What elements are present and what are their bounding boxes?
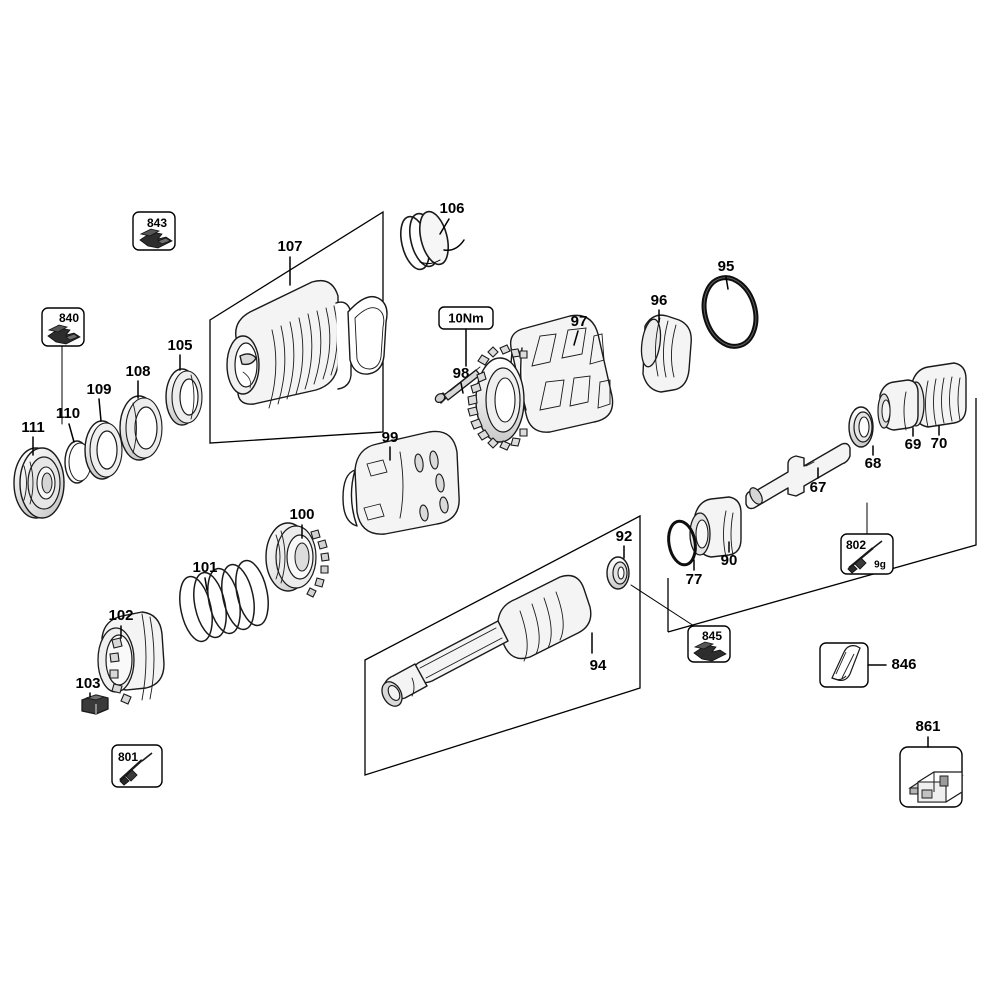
label-105: 105 xyxy=(167,337,193,371)
label-106: 106 xyxy=(439,200,465,235)
label-77: 77 xyxy=(686,559,703,588)
label-111: 111 xyxy=(21,419,45,456)
part-90-piston-sleeve xyxy=(689,496,742,558)
accessory-box-861: 861 xyxy=(899,718,964,808)
part-102-toothed-collar xyxy=(97,611,165,705)
label-107-text: 107 xyxy=(277,238,302,255)
label-110: 110 xyxy=(56,405,80,443)
label-102: 102 xyxy=(108,607,134,639)
accessory-box-840: 840 xyxy=(41,307,85,425)
box-845-label: 845 xyxy=(702,629,722,643)
grease-tube-icon xyxy=(847,540,883,574)
panel-107 xyxy=(209,210,384,444)
label-68: 68 xyxy=(865,445,882,472)
label-102-text: 102 xyxy=(108,607,133,624)
part-103-clip-block xyxy=(81,694,109,715)
label-101: 101 xyxy=(192,559,218,591)
service-kit-icon xyxy=(47,324,81,345)
label-69: 69 xyxy=(905,427,922,453)
box-843-label: 843 xyxy=(147,216,167,230)
part-109-washer-ring xyxy=(84,420,123,480)
box-846-label: 846 xyxy=(891,656,916,673)
accessory-box-846: 846 xyxy=(819,642,917,688)
label-109: 109 xyxy=(86,381,112,422)
label-99-text: 99 xyxy=(382,429,399,446)
label-92: 92 xyxy=(616,528,633,559)
label-96-text: 96 xyxy=(651,292,668,309)
box-801-label: 801 xyxy=(118,750,138,764)
part-107-gasket xyxy=(347,295,388,375)
accessory-box-802: 802 9g xyxy=(840,502,894,575)
label-106-text: 106 xyxy=(439,200,464,217)
box-802-label: 802 xyxy=(846,538,866,552)
box-840-label: 840 xyxy=(59,311,79,325)
accessory-box-845: 845 xyxy=(687,625,731,663)
label-100: 100 xyxy=(289,506,315,539)
label-110-text: 110 xyxy=(56,405,80,422)
box-861-label: 861 xyxy=(915,718,940,735)
leader-92-to-845 xyxy=(630,584,695,627)
label-108-text: 108 xyxy=(125,363,150,380)
label-103-text: 103 xyxy=(75,675,100,692)
label-97-text: 97 xyxy=(571,313,588,330)
part-94-striker-shaft xyxy=(381,574,592,707)
part-68-bearing-ring xyxy=(848,406,874,448)
part-106-wire-spring xyxy=(399,210,465,271)
panel-94 xyxy=(364,514,641,776)
label-70: 70 xyxy=(931,425,948,452)
label-92-text: 92 xyxy=(616,528,633,545)
accessory-box-843: 843 xyxy=(132,211,176,251)
service-kit-icon xyxy=(139,228,173,249)
torque-callout-10nm: 10Nm xyxy=(438,306,494,367)
label-98-text: 98 xyxy=(453,365,470,382)
part-101-spring-rings xyxy=(179,559,269,643)
box-802-weight-label: 9g xyxy=(874,560,886,571)
part-97-gear-housing xyxy=(467,314,614,451)
pouch-icon xyxy=(831,645,861,681)
label-101-text: 101 xyxy=(192,559,217,576)
part-99-cylinder-sleeve xyxy=(342,430,460,535)
label-103: 103 xyxy=(75,675,101,698)
label-95-text: 95 xyxy=(718,258,735,275)
part-100-toothed-ring xyxy=(265,522,330,598)
label-70-text: 70 xyxy=(931,435,948,452)
label-68-text: 68 xyxy=(865,455,882,472)
grease-tube-icon xyxy=(119,752,153,786)
label-100-text: 100 xyxy=(289,506,314,523)
label-95: 95 xyxy=(718,258,735,290)
carry-case-icon xyxy=(908,771,964,803)
label-69-text: 69 xyxy=(905,436,922,453)
label-90-text: 90 xyxy=(721,552,738,569)
label-105-text: 105 xyxy=(167,337,192,354)
label-94-text: 94 xyxy=(590,657,607,674)
accessory-box-801: 801 xyxy=(111,744,163,788)
part-107-bellows-boot xyxy=(226,279,352,409)
part-67-shaft xyxy=(745,442,851,510)
label-107: 107 xyxy=(277,238,303,286)
label-99: 99 xyxy=(382,429,399,461)
label-111-text: 111 xyxy=(21,419,44,436)
part-96-grooved-ring xyxy=(640,314,692,393)
label-96: 96 xyxy=(651,292,668,323)
part-111-ball-bearing xyxy=(13,447,65,519)
part-69-sleeve xyxy=(877,379,919,431)
torque-value-text: 10Nm xyxy=(448,310,483,325)
label-77-text: 77 xyxy=(686,571,703,588)
part-105-seal-ring xyxy=(165,368,203,426)
label-98: 98 xyxy=(453,365,470,394)
label-90: 90 xyxy=(721,541,738,569)
part-95-o-ring xyxy=(701,275,759,349)
label-94: 94 xyxy=(590,632,607,674)
part-92-small-ring xyxy=(606,556,630,590)
service-kit-icon xyxy=(693,641,727,662)
part-77-o-ring xyxy=(667,519,697,567)
label-67: 67 xyxy=(810,467,827,496)
label-108: 108 xyxy=(125,363,151,399)
label-97: 97 xyxy=(571,313,588,346)
panel-driveshaft xyxy=(667,398,977,633)
part-108-seal-ring xyxy=(119,395,163,461)
label-109-text: 109 xyxy=(86,381,111,398)
label-67-text: 67 xyxy=(810,479,827,496)
